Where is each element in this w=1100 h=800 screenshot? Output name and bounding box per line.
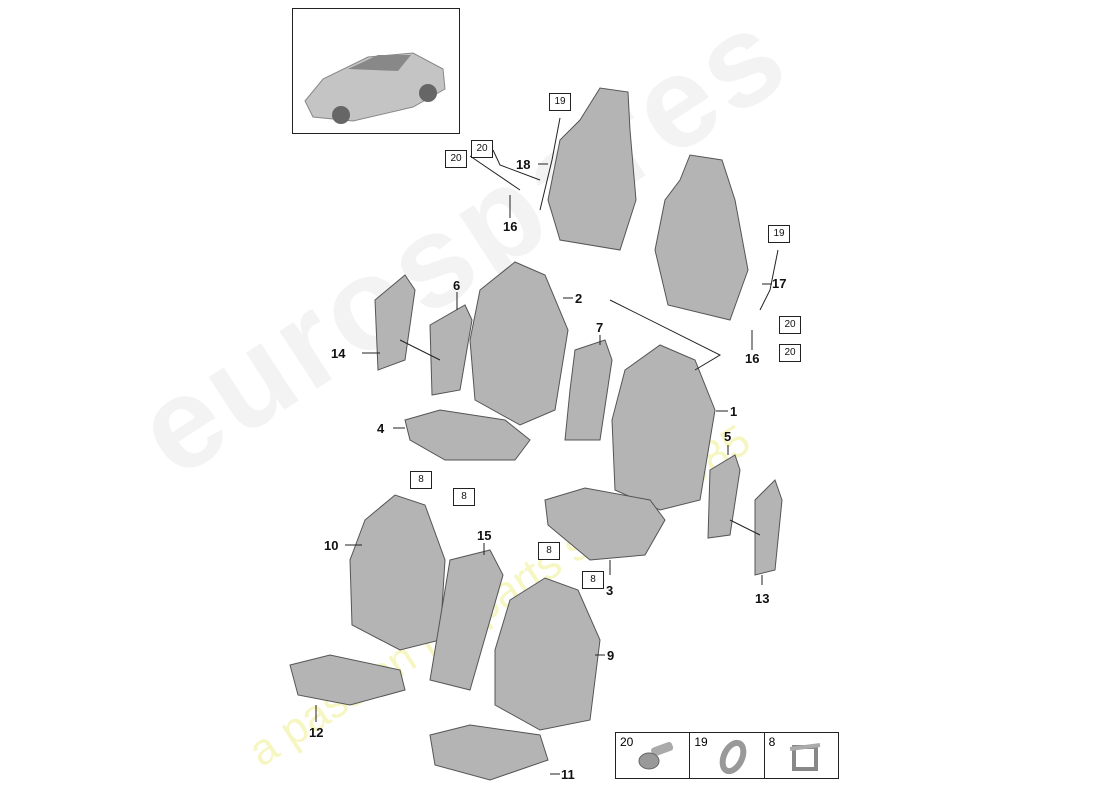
screw-icon [638,741,674,770]
backrest-frame-right [654,154,749,321]
part-label: 9 [607,648,615,663]
boxed-part-label: 20 [471,140,493,158]
insert-7 [564,339,613,441]
seat-cushion-4 [404,409,531,461]
part-label: 12 [309,725,324,740]
side-panel-14 [374,274,416,371]
part-label: 2 [575,291,583,306]
insert-15 [429,549,504,691]
boxed-part-label: 8 [538,542,560,560]
part-label: 16 [745,351,760,366]
part-label: 11 [561,767,575,782]
boxed-part-label: 20 [779,344,801,362]
backrest-cover-2 [469,261,569,426]
part-label: 1 [730,404,738,419]
boxed-part-label: 19 [768,225,790,243]
legend-item-19: 19 [690,733,765,778]
boxed-part-label: 20 [779,316,801,334]
legend-number: 20 [620,735,634,749]
part-label: 16 [503,219,518,234]
part-label: 5 [724,429,732,444]
part-label: 17 [772,276,787,291]
legend-item-8: 8 [765,733,838,778]
boxed-part-label: 20 [445,150,467,168]
part-label: 4 [377,421,385,436]
seat-cushion-3 [544,487,666,561]
boxed-part-label: 8 [410,471,432,489]
fastener-legend: 20 19 8 [615,732,839,779]
part-label: 15 [477,528,492,543]
seat-cushion-12 [289,654,406,706]
boxed-part-label: 8 [453,488,475,506]
seat-cushion-11 [429,724,549,781]
side-trim-6 [429,304,473,396]
legend-number: 8 [768,735,776,749]
backrest-cover-1 [611,344,716,511]
legend-number: 19 [694,735,708,749]
part-label: 10 [324,538,339,553]
part-label: 6 [453,278,461,293]
side-panel-13 [754,479,783,576]
part-label: 18 [516,157,531,172]
legend-item-20: 20 [616,733,691,778]
part-label: 14 [331,346,346,361]
backrest-cover-10 [349,494,446,651]
part-label: 7 [596,320,604,335]
bracket-clip-icon [789,743,820,771]
backrest-frame-left [547,87,637,251]
boxed-part-label: 19 [549,93,571,111]
car-icon [304,52,446,124]
clip-ring-icon [719,739,747,775]
side-trim-5 [707,454,741,539]
part-label: 3 [606,583,614,598]
boxed-part-label: 8 [582,571,604,589]
backrest-cover-9 [494,577,601,731]
part-label: 13 [755,591,770,606]
vehicle-thumbnail [292,8,460,134]
